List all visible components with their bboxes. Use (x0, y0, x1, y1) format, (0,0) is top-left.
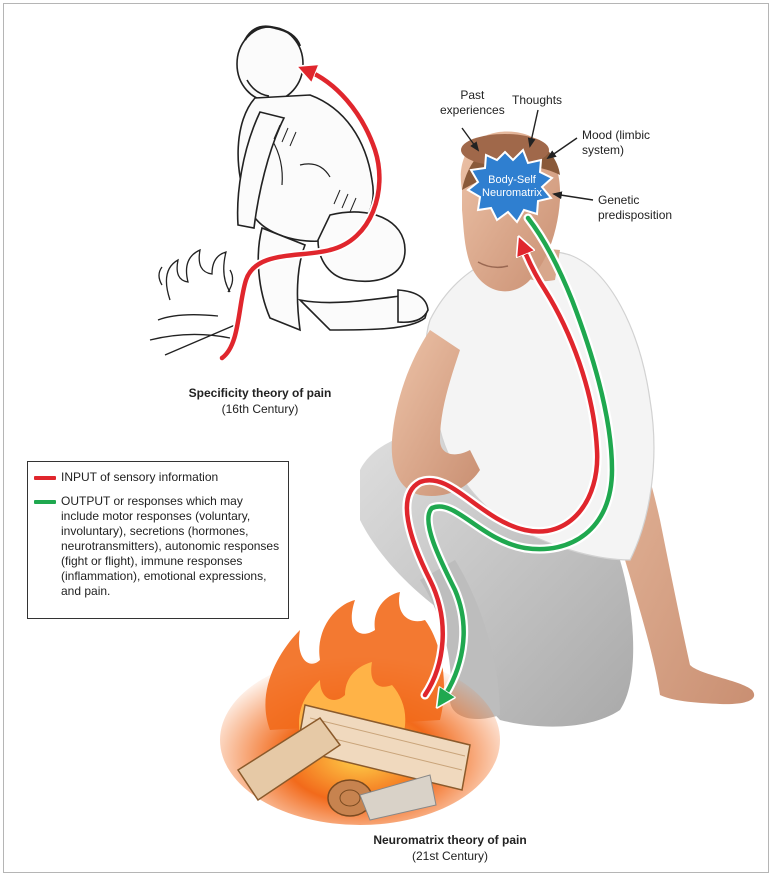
legend-input-swatch (34, 476, 56, 480)
neuromatrix-label: Body-Self Neuromatrix (472, 174, 552, 200)
label-mood: Mood (limbic system) (582, 128, 650, 158)
label-genetic-line1: Genetic (598, 193, 672, 208)
label-past-line2: experiences (440, 103, 505, 118)
neuromatrix-label-line2: Neuromatrix (472, 187, 552, 200)
woodcut-fire (150, 250, 235, 355)
label-genetic: Genetic predisposition (598, 193, 672, 223)
legend-output-row: OUTPUT or responses which may include mo… (34, 494, 282, 599)
neuromatrix-title: Neuromatrix theory of pain (340, 832, 560, 848)
neuromatrix-subtitle: (21st Century) (340, 848, 560, 864)
legend-input-row: INPUT of sensory information (34, 470, 282, 485)
specificity-caption: Specificity theory of pain (16th Century… (150, 385, 370, 417)
label-mood-line2: system) (582, 143, 650, 158)
woodcut-kneeling-figure (150, 27, 428, 356)
label-thoughts: Thoughts (512, 93, 562, 108)
legend-output-swatch (34, 500, 56, 504)
label-past-experiences: Past experiences (440, 88, 505, 118)
neuromatrix-label-line1: Body-Self (472, 174, 552, 187)
legend-input-text: INPUT of sensory information (61, 470, 282, 485)
specificity-subtitle: (16th Century) (150, 401, 370, 417)
label-mood-line1: Mood (limbic (582, 128, 650, 143)
legend-output-text: OUTPUT or responses which may include mo… (61, 494, 282, 599)
specificity-title: Specificity theory of pain (150, 385, 370, 401)
legend: INPUT of sensory information OUTPUT or r… (27, 461, 289, 619)
label-past-line1: Past (440, 88, 505, 103)
label-thoughts-text: Thoughts (512, 93, 562, 107)
neuromatrix-caption: Neuromatrix theory of pain (21st Century… (340, 832, 560, 864)
label-genetic-line2: predisposition (598, 208, 672, 223)
